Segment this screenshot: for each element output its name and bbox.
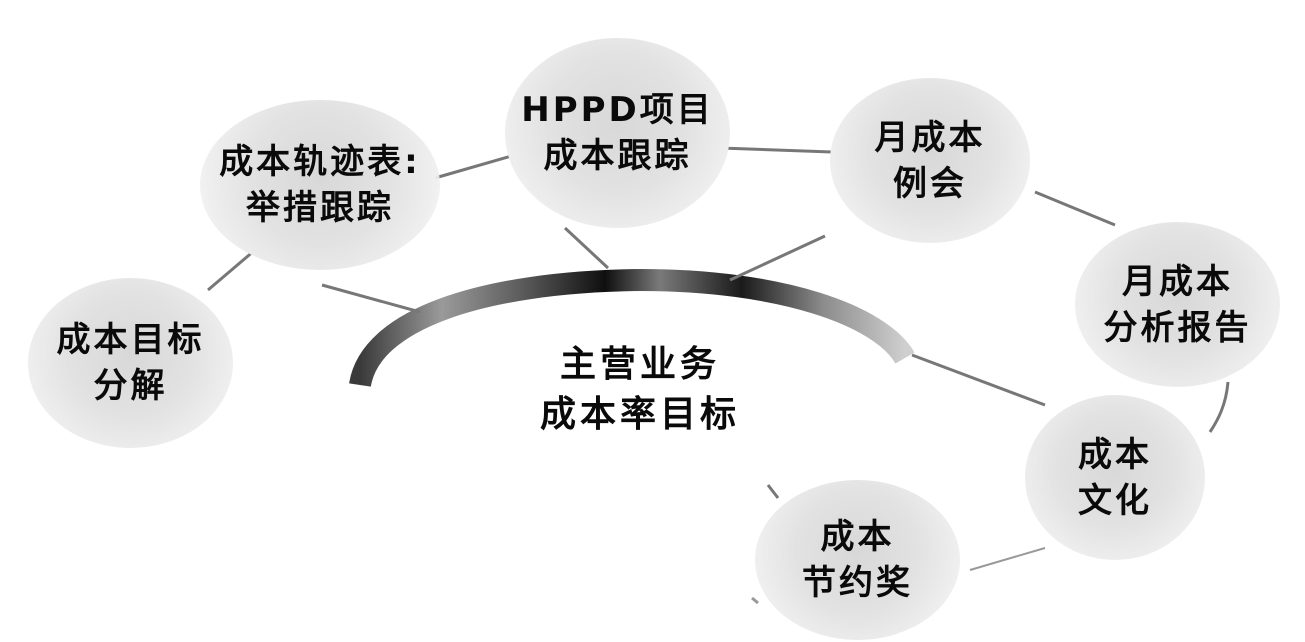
- node-hppd-project: HPPD项目 成本跟踪: [505, 38, 730, 228]
- node-saving-award-line1: 成本: [820, 517, 895, 557]
- node-cost-culture-line2: 文化: [1078, 480, 1152, 521]
- connector-trajectory-hppd: [434, 153, 516, 180]
- node-trajectory-table-line2: 举措跟踪: [246, 188, 394, 228]
- connector-culture-award: [969, 547, 1046, 571]
- node-monthly-meeting-line1: 月成本: [874, 117, 986, 158]
- node-target-decomposition-line1: 成本目标: [56, 320, 205, 360]
- node-saving-award: 成本 节约奖: [755, 480, 960, 640]
- center-goal-line2: 成本率目标: [539, 394, 740, 435]
- node-hppd-project-line2: 成本跟踪: [543, 136, 692, 176]
- node-trajectory-table-line1: 成本轨迹表:: [219, 142, 421, 182]
- center-ring-arc: [349, 268, 915, 388]
- connector-hppd-meeting: [719, 146, 833, 154]
- connector-fragment-1: [766, 484, 780, 499]
- node-monthly-report: 月成本 分析报告: [1075, 222, 1280, 387]
- connector-center-culture: [911, 353, 1046, 407]
- node-target-decomposition: 成本目标 分解: [28, 278, 233, 448]
- node-monthly-meeting: 月成本 例会: [830, 78, 1030, 243]
- node-monthly-report-line2: 分析报告: [1103, 307, 1252, 348]
- connector-trajectory-center: [321, 283, 421, 314]
- connector-hppd-center: [563, 226, 610, 270]
- connector-report-culture: [1208, 381, 1230, 433]
- node-cost-culture: 成本 文化: [1025, 395, 1205, 560]
- node-hppd-project-line1: HPPD项目: [521, 90, 714, 130]
- center-goal-label: 主营业务 成本率目标: [480, 340, 800, 440]
- node-monthly-meeting-line2: 例会: [893, 163, 967, 204]
- connector-meeting-center: [729, 234, 826, 282]
- node-trajectory-table: 成本轨迹表: 举措跟踪: [200, 100, 440, 270]
- node-cost-culture-line1: 成本: [1078, 434, 1152, 475]
- connector-meeting-report: [1034, 190, 1116, 227]
- node-monthly-report-line1: 月成本: [1122, 261, 1233, 302]
- center-goal-line1: 主营业务: [559, 344, 720, 385]
- connector-decomp-trajectory: [207, 248, 256, 292]
- node-target-decomposition-line2: 分解: [93, 366, 168, 406]
- connector-fragment-2: [751, 596, 759, 605]
- node-saving-award-line2: 节约奖: [802, 563, 913, 603]
